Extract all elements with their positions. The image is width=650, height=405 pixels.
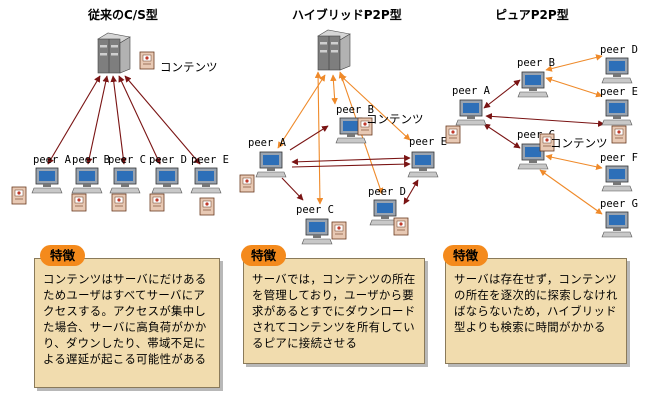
cs-arrows <box>47 75 201 165</box>
hybrid-peer-a-label: peer A <box>248 137 287 149</box>
hybrid-peer-b-label: peer B <box>336 104 374 116</box>
pure-peer-d-label: peer D <box>600 44 638 56</box>
cs-network: コンテンツ peer A peer B peer C peer D peer E <box>11 32 229 216</box>
cs-peer-b-computer-icon <box>71 167 103 194</box>
pure-content-label: コンテンツ <box>550 136 608 150</box>
pure-peer-a-label: peer A <box>452 85 491 97</box>
cs-peer-c-label: peer C <box>108 154 146 166</box>
pure-title: ピュアP2P型 <box>495 8 569 22</box>
hybrid-feature-panel: サーバでは，コンテンツの所在を管理しており，ユーザから要求があるとすでにダウンロ… <box>243 258 425 364</box>
hybrid-disc-icon-d <box>393 217 409 236</box>
cs-peer-e-label: peer E <box>191 154 229 166</box>
pure-peer-e-computer-icon <box>601 99 633 126</box>
pure-disc-icon-e <box>611 125 627 144</box>
hybrid-disc-icon-a <box>239 174 255 193</box>
hybrid-title: ハイブリッドP2P型 <box>292 8 402 22</box>
pure-peer-f-computer-icon <box>601 165 633 192</box>
cs-disc-icon-1 <box>11 186 27 205</box>
hybrid-peer-d-label: peer D <box>368 186 406 198</box>
cs-content-label: コンテンツ <box>160 60 218 74</box>
hybrid-network: peer B コンテンツ peer A peer E peer D peer C <box>239 29 447 245</box>
cs-disc-icon-2 <box>71 193 87 212</box>
cs-feature-badge: 特徴 <box>40 245 86 266</box>
cs-peer-c-computer-icon <box>109 167 141 194</box>
pure-disc-icon-a <box>445 125 461 144</box>
hybrid-feature-badge: 特徴 <box>241 245 287 266</box>
cs-peer-d-computer-icon <box>151 167 183 194</box>
hybrid-peer-e-computer-icon <box>407 151 439 178</box>
pure-feature-text: サーバは存在せず，コンテンツの所在を逐次的に探索しなければならないため，ハイブリ… <box>454 272 618 334</box>
pure-peer-b-computer-icon <box>517 71 549 98</box>
cs-disc-icon-5 <box>199 197 215 216</box>
pure-peer-b-label: peer B <box>517 57 555 69</box>
cs-server-icon <box>97 32 131 74</box>
pure-dark-arrows <box>483 79 605 149</box>
cs-peer-a-computer-icon <box>31 167 63 194</box>
cs-content-disc-icon <box>139 51 155 70</box>
cs-disc-icon-3 <box>111 193 127 212</box>
cs-peer-e-computer-icon <box>190 167 222 194</box>
pure-peer-g-label: peer G <box>600 198 638 210</box>
pure-feature-panel: サーバは存在せず，コンテンツの所在を逐次的に探索しなければならないため，ハイブリ… <box>445 258 627 364</box>
hybrid-peer-a-computer-icon <box>255 151 287 178</box>
hybrid-disc-icon-c <box>331 221 347 240</box>
cs-feature-panel: コンテンツはサーバにだけあるためユーザはすべてサーバにアクセスする。アクセスが集… <box>34 258 220 388</box>
pure-feature-badge: 特徴 <box>443 245 489 266</box>
pure-peer-a-computer-icon <box>455 99 487 126</box>
hybrid-dark-arrows <box>281 125 419 205</box>
pure-peer-f-label: peer F <box>600 152 638 164</box>
pure-peer-d-computer-icon <box>601 57 633 84</box>
hybrid-feature-text: サーバでは，コンテンツの所在を管理しており，ユーザから要求があるとすでにダウンロ… <box>252 272 416 350</box>
hybrid-peer-c-computer-icon <box>301 218 333 245</box>
pure-peer-e-label: peer E <box>600 86 638 98</box>
hybrid-peer-c-label: peer C <box>296 204 334 216</box>
cs-peer-b-label: peer B <box>72 154 110 166</box>
cs-peer-a-label: peer A <box>33 154 72 166</box>
cs-peer-d-label: peer D <box>149 154 187 166</box>
pure-orange-arrows <box>539 54 603 215</box>
hybrid-server-icon <box>317 29 351 71</box>
cs-title: 従来のC/S型 <box>88 8 158 22</box>
pure-network: peer A peer B peer C コンテンツ peer D peer E… <box>445 44 638 238</box>
hybrid-peer-e-label: peer E <box>409 136 447 148</box>
pure-peer-g-computer-icon <box>601 211 633 238</box>
hybrid-content-label: コンテンツ <box>366 112 424 126</box>
cs-disc-icon-4 <box>149 193 165 212</box>
cs-feature-text: コンテンツはサーバにだけあるためユーザはすべてサーバにアクセスする。アクセスが集… <box>43 272 207 366</box>
